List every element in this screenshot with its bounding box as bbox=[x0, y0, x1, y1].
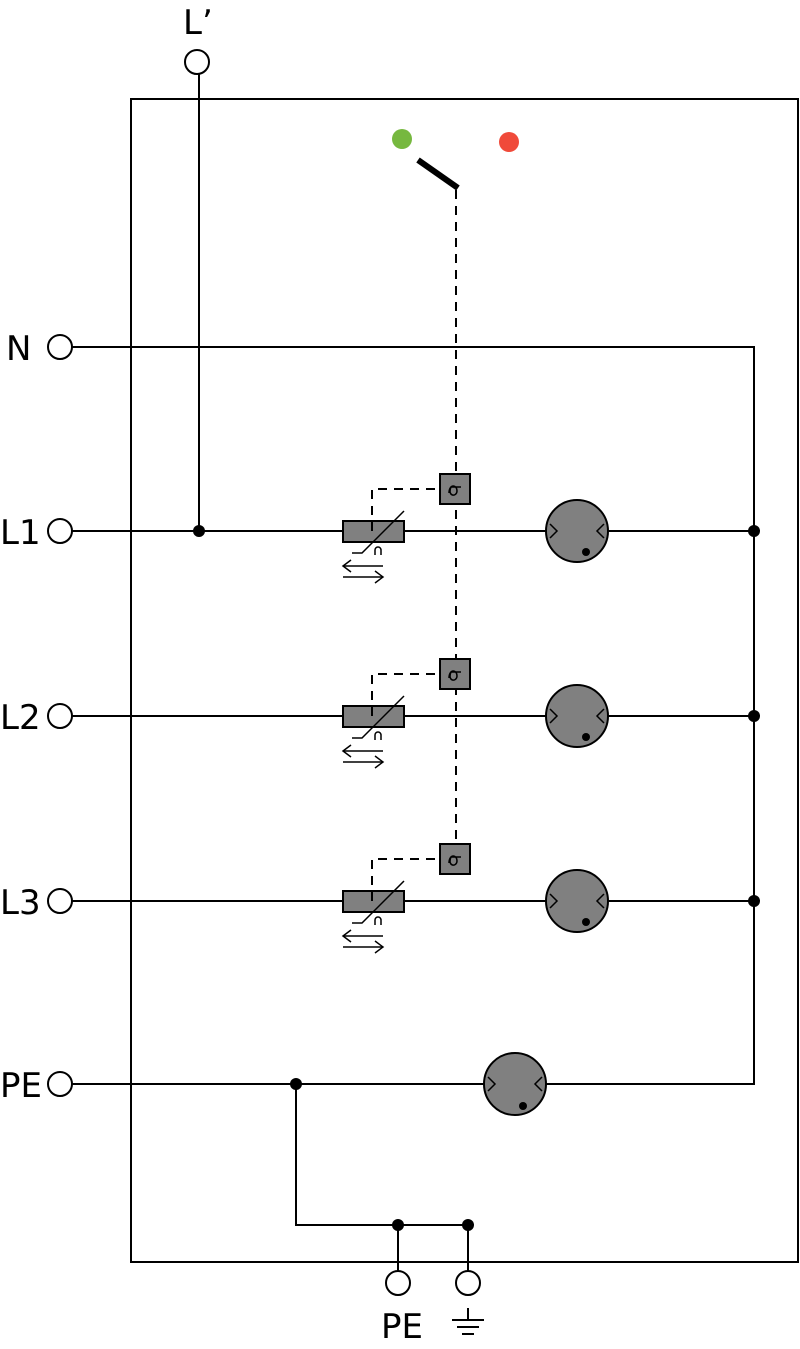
status-led-ok bbox=[392, 129, 412, 149]
thermal-disconnector-icon bbox=[439, 843, 471, 875]
terminal-label-l1: L1 bbox=[0, 513, 41, 553]
spark-gap-icon bbox=[545, 684, 609, 748]
terminal-pe-bottom bbox=[385, 1270, 411, 1296]
spark-gap-icon bbox=[545, 499, 609, 563]
terminal-label-n: N bbox=[6, 329, 31, 369]
enclosure bbox=[130, 98, 799, 1263]
spark-gap-icon bbox=[483, 1052, 547, 1116]
varistor-icon bbox=[341, 488, 439, 584]
thermal-disconnector-icon bbox=[439, 473, 471, 505]
remote-signal-switch-contact bbox=[416, 157, 460, 191]
terminal-l2 bbox=[47, 703, 73, 729]
thermal-disconnector-icon bbox=[439, 658, 471, 690]
terminal-earth bbox=[455, 1270, 481, 1296]
terminal-label-pe-left: PE bbox=[0, 1066, 42, 1106]
terminal-label-l-prime: L’ bbox=[183, 3, 213, 43]
terminal-label-l3: L3 bbox=[0, 883, 41, 923]
junction-l3-n bbox=[748, 895, 760, 907]
junction-l1-n bbox=[748, 525, 760, 537]
terminal-l-prime bbox=[184, 49, 210, 75]
terminal-label-l2: L2 bbox=[0, 698, 41, 738]
varistor-icon bbox=[341, 858, 439, 954]
spark-gap-icon bbox=[545, 869, 609, 933]
terminal-l1 bbox=[47, 518, 73, 544]
earth-ground-icon bbox=[452, 1308, 484, 1335]
junction-l-prime bbox=[193, 525, 205, 537]
terminal-label-pe-bottom: PE bbox=[381, 1307, 423, 1347]
status-led-fault bbox=[499, 132, 519, 152]
terminal-l3 bbox=[47, 888, 73, 914]
terminal-pe-left bbox=[47, 1071, 73, 1097]
varistor-icon bbox=[341, 673, 439, 769]
terminal-n bbox=[47, 334, 73, 360]
junction-l2-n bbox=[748, 710, 760, 722]
